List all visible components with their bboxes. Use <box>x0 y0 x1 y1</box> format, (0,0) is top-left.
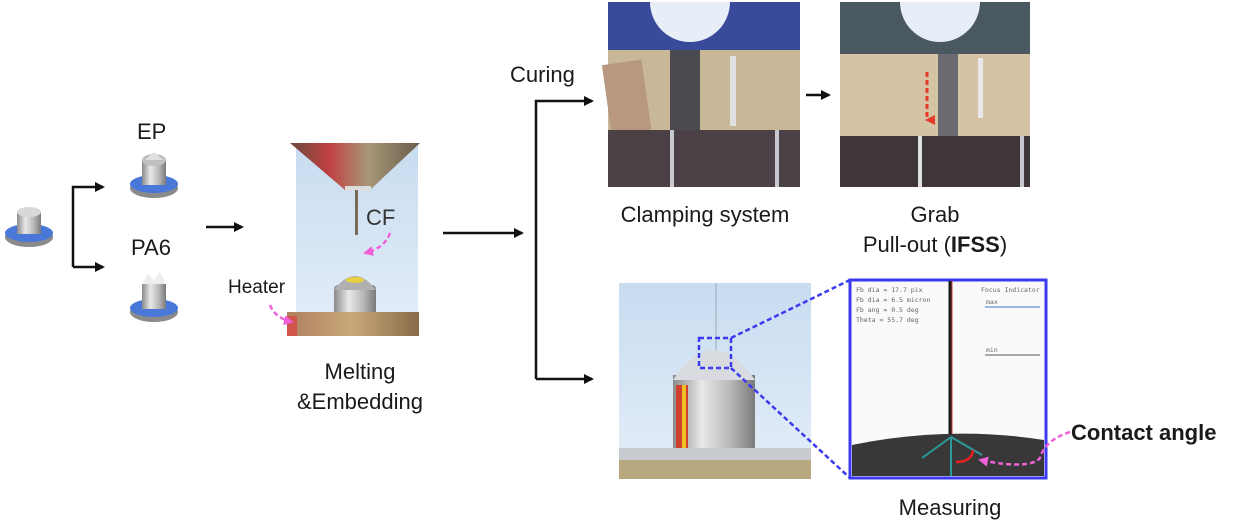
heater-pointer-arrow <box>268 304 294 326</box>
label-ep: EP <box>137 119 167 144</box>
readout-line: Fb dia = 17.7 pix <box>856 286 923 294</box>
label-pullout-suffix: ) <box>999 232 1008 257</box>
readout-line: Fb ang = 0.5 deg <box>856 306 919 314</box>
measurement-panel <box>848 278 1048 480</box>
specimen-ep-icon <box>130 152 178 198</box>
label-grab: Grab <box>910 202 960 227</box>
focus-min-label: min <box>986 346 998 354</box>
label-heater: Heater <box>228 277 286 298</box>
readout-list: Fb dia = 17.7 pix Fb dia = 6.5 micron Fb… <box>856 285 930 325</box>
grab-pullout-photo <box>840 2 1030 187</box>
label-pa6: PA6 <box>131 235 171 260</box>
specimen-pa6-icon <box>130 272 178 322</box>
clamping-system-photo <box>601 2 800 187</box>
label-clamping-system: Clamping system <box>620 202 790 227</box>
label-embedding: &Embedding <box>297 389 423 414</box>
focus-max-label: max <box>986 298 998 306</box>
branch-arrow-curing-measuring <box>534 96 594 384</box>
melting-embedding-photo <box>287 143 420 336</box>
readout-line: Fb dia = 6.5 micron <box>856 296 931 304</box>
contact-angle-pointer-arrow <box>978 430 1071 467</box>
label-contact-angle: Contact angle <box>1071 420 1217 445</box>
label-pullout: Pull-out (IFSS) <box>825 234 1045 256</box>
label-cf: CF <box>366 205 396 230</box>
label-ifss: IFSS <box>950 232 1000 257</box>
focus-indicator-title: Focus Indicator <box>981 286 1040 294</box>
cf-pointer-arrow <box>363 232 392 256</box>
contact-angle-arc <box>955 449 975 464</box>
specimen-base-icon <box>5 207 53 247</box>
label-measuring: Measuring <box>898 495 1002 520</box>
zoom-indicator <box>697 278 851 479</box>
label-curing: Curing <box>510 62 575 87</box>
label-pullout-prefix: Pull-out ( <box>862 232 951 257</box>
label-melting: Melting <box>324 359 396 384</box>
readout-line: Theta = 55.7 deg <box>856 316 919 324</box>
branch-arrow-ep-pa6 <box>71 182 105 272</box>
